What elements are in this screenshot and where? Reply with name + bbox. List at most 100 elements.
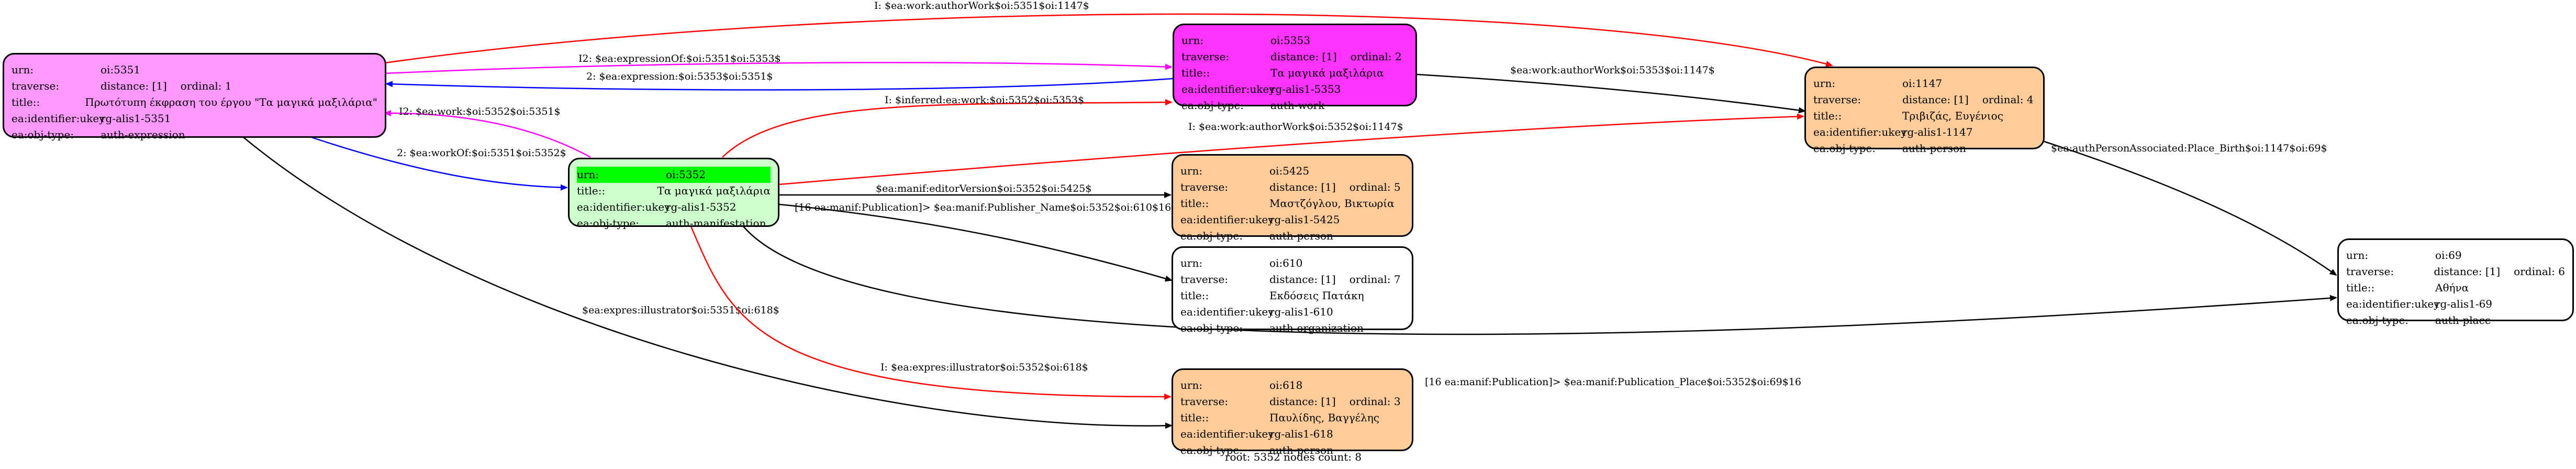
- ukey-key: ea:identifier:ukey: [1813, 126, 1907, 138]
- ordinal-value: ordinal: 1: [180, 80, 232, 92]
- edge-workof-5351-5352: [311, 136, 568, 191]
- edge-label-e9: $ea:authPersonAssociated:Place_Birth$oi:…: [2051, 143, 2327, 154]
- traverse-key: traverse:: [1180, 273, 1229, 286]
- ukey-key: ea:identifier:ukey: [1180, 213, 1274, 226]
- title-key: title::: [1181, 67, 1210, 79]
- node-oi-5351[interactable]: urn:oi:5351 traverse:distance: [1]ordina…: [3, 53, 386, 141]
- edge-publisher-5352-610: [778, 203, 1173, 282]
- objtype-key: ea:obj-type:: [1180, 444, 1243, 456]
- objtype-value: auth-organization: [1269, 322, 1364, 334]
- edge-expressionof-5351-5353: [384, 62, 1173, 74]
- urn-key: urn:: [1180, 379, 1203, 391]
- ukey-key: ea:identifier:ukey: [12, 112, 105, 125]
- title-value: Αθήνα: [2435, 281, 2469, 294]
- objtype-key: ea:obj-type:: [1181, 99, 1244, 112]
- objtype-key: ea:obj-type:: [12, 128, 74, 141]
- node-oi-1147[interactable]: urn:oi:1147 traverse:distance: [1]ordina…: [1804, 67, 2045, 155]
- urn-key: urn:: [2346, 249, 2369, 261]
- edge-label-e10: $ea:manif:editorVersion$oi:5352$oi:5425$: [876, 183, 1091, 194]
- ordinal-value: ordinal: 7: [1349, 273, 1401, 286]
- title-key: title::: [1813, 110, 1842, 122]
- ordinal-value: ordinal: 6: [2514, 265, 2565, 278]
- ukey-value: rg-alis1-5352: [666, 201, 737, 213]
- objtype-key: ea:obj-type:: [577, 217, 640, 230]
- title-key: title::: [577, 184, 606, 197]
- ordinal-value: ordinal: 4: [1982, 93, 2034, 106]
- objtype-value: auth-person: [1902, 142, 1966, 155]
- urn-key: urn:: [577, 167, 666, 183]
- ordinal-value: ordinal: 5: [1349, 181, 1401, 193]
- edge-authorwork-5351-1147: [384, 13, 1833, 67]
- urn-value: oi:618: [1269, 379, 1303, 391]
- ukey-value: rg-alis1-5351: [101, 112, 171, 125]
- title-key: title::: [12, 96, 40, 108]
- ukey-key: ea:identifier:ukey: [2346, 298, 2440, 310]
- node-oi-618[interactable]: urn:oi:618 traverse:distance: [1]ordinal…: [1172, 368, 1413, 456]
- edge-authorwork-5353-1147: [1416, 73, 1806, 114]
- title-value: Παυλίδης, Βαγγέλης: [1269, 411, 1379, 424]
- title-value: Πρωτότυπη έκφραση του έργου "Τα μαγικά μ…: [85, 96, 377, 108]
- urn-key: urn:: [1180, 257, 1203, 269]
- edge-publication-place-5352-69: [743, 226, 2337, 335]
- edge-label-e5: I2: $ea:work:$oi:5352$oi:5351$: [399, 106, 561, 117]
- ukey-value: rg-alis1-618: [1269, 428, 1333, 440]
- urn-value: oi:5425: [1269, 165, 1310, 177]
- graph-footer: root: 5352 nodes count: 8: [1225, 451, 1362, 463]
- edge-label-e8: 2: $ea:workOf:$oi:5351$oi:5352$: [397, 147, 566, 159]
- ukey-value: rg-alis1-5425: [1269, 213, 1340, 226]
- edge-place-birth-1147-69: [2044, 140, 2337, 276]
- edge-work-5352-5351: [384, 110, 591, 158]
- urn-value: oi:610: [1269, 257, 1303, 269]
- traverse-value: distance: [1]: [1269, 273, 1336, 286]
- traverse-key: traverse:: [12, 80, 60, 92]
- traverse-key: traverse:: [1813, 93, 1861, 106]
- objtype-value: auth-person: [1269, 444, 1333, 456]
- urn-value: oi:5351: [101, 63, 141, 76]
- title-key: title::: [1180, 411, 1209, 424]
- objtype-value: auth-work: [1270, 99, 1325, 112]
- edge-label-e6: I: $inferred:ea:work:$oi:5352$oi:5353$: [885, 94, 1084, 106]
- title-value: Μαστζόγλου, Βικτωρία: [1269, 197, 1395, 210]
- ordinal-value: ordinal: 2: [1350, 50, 1402, 63]
- traverse-value: distance: [1]: [1269, 395, 1336, 408]
- edge-authorwork-5352-1147: [778, 113, 1804, 186]
- urn-key: urn:: [1813, 77, 1836, 90]
- objtype-value: auth-place: [2435, 314, 2491, 326]
- edge-inferred-work-5352-5353: [722, 99, 1173, 158]
- objtype-key: ea:obj-type:: [1180, 230, 1243, 242]
- node-oi-5352[interactable]: urn:oi:5352 title::Τα μαγικά μαξιλάρια e…: [568, 158, 779, 230]
- traverse-value: distance: [1]: [101, 80, 167, 92]
- ukey-value: rg-alis1-69: [2435, 298, 2493, 310]
- title-value: Τριβιζάς, Ευγένιος: [1902, 110, 2003, 122]
- node-oi-5425[interactable]: urn:oi:5425 traverse:distance: [1]ordina…: [1172, 154, 1413, 242]
- objtype-key: ea:obj-type:: [1813, 142, 1876, 155]
- node-oi-610[interactable]: urn: oi:610 traverse: distance: [1] ordinal…: [1172, 246, 1413, 334]
- traverse-key: traverse:: [1181, 50, 1230, 63]
- ukey-value: rg-alis1-1147: [1902, 126, 1973, 138]
- urn-value: oi:1147: [1902, 77, 1943, 90]
- urn-value: oi:5353: [1270, 34, 1311, 47]
- edge-illustrator-5351-618: [243, 137, 1173, 429]
- ukey-value: rg-alis1-610: [1269, 306, 1333, 318]
- traverse-value: distance: [1]: [2434, 265, 2501, 278]
- node-oi-69[interactable]: urn:oi:69 traverse:distance: [1]ordinal:…: [2337, 238, 2574, 326]
- objtype-value: auth-manifestation: [666, 217, 766, 230]
- edge-label-e14: [16 ea:manif:Publication]> $ea:manif:Pub…: [1425, 376, 1801, 388]
- objtype-value: auth-person: [1269, 230, 1333, 242]
- traverse-value: distance: [1]: [1270, 50, 1337, 63]
- edge-expression-5353-5351: [385, 78, 1173, 91]
- title-value: Τα μαγικά μαξιλάρια: [657, 184, 771, 197]
- traverse-key: traverse:: [1180, 181, 1229, 193]
- title-key: title::: [2346, 281, 2375, 294]
- edge-label-e12: $ea:expres:illustrator$oi:5351$oi:618$: [582, 304, 779, 316]
- ukey-key: ea:identifier:ukey: [1181, 83, 1275, 95]
- edge-label-e13: I: $ea:expres:illustrator$oi:5352$oi:618…: [880, 362, 1088, 373]
- edge-label-e7: I: $ea:work:authorWork$oi:5352$oi:1147$: [1188, 121, 1403, 133]
- ukey-value: rg-alis1-5353: [1270, 83, 1341, 95]
- node-oi-5353[interactable]: urn:oi:5353 traverse:distance: [1]ordina…: [1173, 24, 1417, 112]
- objtype-key: ea:obj-type:: [2346, 314, 2409, 326]
- urn-key: urn:: [1180, 165, 1203, 177]
- edge-label-e2: I2: $ea:expressionOf:$oi:5351$oi:5353$: [578, 53, 781, 64]
- edge-label-e3: 2: $ea:expression:$oi:5353$oi:5351$: [586, 71, 773, 82]
